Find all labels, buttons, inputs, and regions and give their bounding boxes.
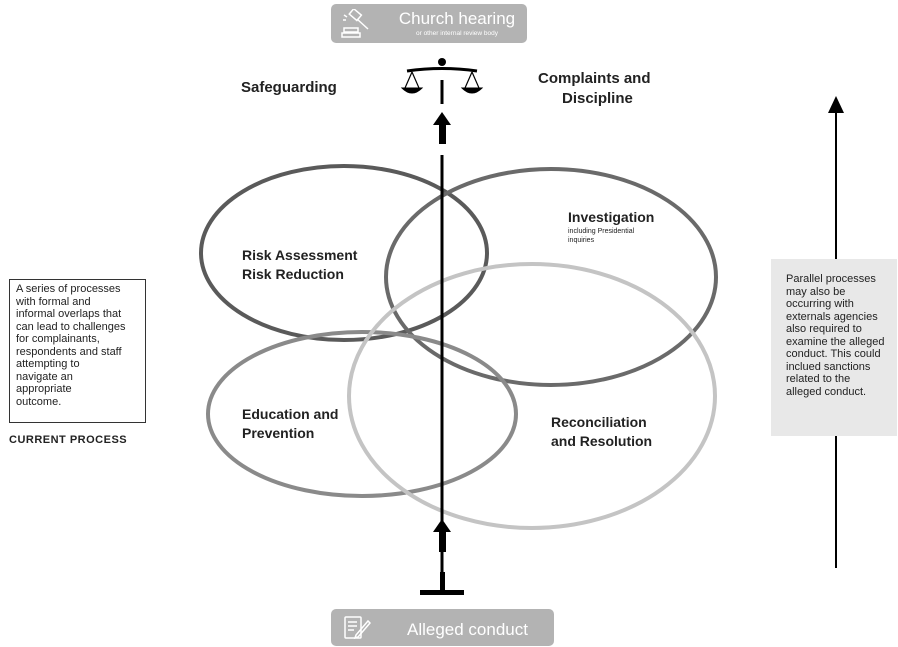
- current-process-caption: CURRENT PROCESS: [9, 434, 128, 446]
- document-pen-icon: [343, 614, 372, 647]
- base-stand: [420, 590, 464, 595]
- risk-assessment-label: Risk Assessment Risk Reduction: [242, 247, 358, 282]
- ellipse-education: [206, 330, 518, 498]
- scales-of-justice-icon: [400, 58, 484, 94]
- base-stem: [440, 572, 445, 592]
- church-hearing-title: Church hearing: [398, 9, 516, 28]
- complaints-discipline-label: Complaints and Discipline: [538, 70, 651, 107]
- church-hearing-subtitle: or other internal review body: [415, 30, 498, 37]
- alleged-conduct-title: Alleged conduct: [407, 620, 528, 639]
- church-hearing-banner: Church hearing or other internal review …: [331, 4, 527, 43]
- parallel-processes-note: Parallel processes may also be occurring…: [771, 259, 897, 436]
- ellipse-risk-assessment: [199, 164, 489, 342]
- ellipse-investigation: [384, 167, 718, 387]
- parallel-process-arrowhead-icon: [828, 96, 844, 113]
- investigation-label: Investigation including Presidential inq…: [568, 209, 655, 244]
- investigation-sublabel: including Presidential inquiries: [568, 228, 635, 244]
- safeguarding-label: Safeguarding: [241, 79, 337, 96]
- arrow-up-upper-icon: [433, 112, 451, 144]
- gavel-icon: [341, 7, 373, 44]
- reconciliation-resolution-label: Reconciliation and Resolution: [551, 414, 653, 449]
- education-prevention-label: Education and Prevention: [242, 406, 339, 441]
- alleged-conduct-banner: Alleged conduct: [331, 609, 554, 646]
- current-process-note: A series of processes with formal and in…: [9, 279, 146, 423]
- arrow-up-lower-icon: [433, 519, 451, 552]
- ellipse-reconciliation: [347, 262, 717, 530]
